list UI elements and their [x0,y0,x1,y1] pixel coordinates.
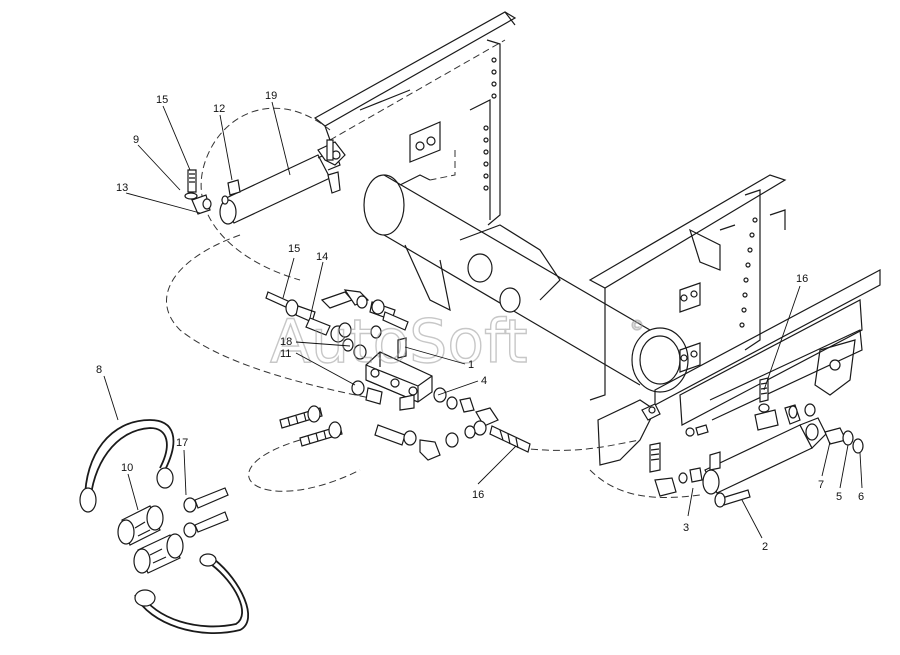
axle-tube [363,174,689,393]
frame-upper [313,11,517,226]
callout-15b: 15 [282,243,300,299]
callout-17: 17 [176,437,188,496]
callout-11-label: 11 [280,348,291,360]
callout-2: 2 [741,499,768,553]
callout-12: 12 [213,103,233,181]
callout-7: 7 [818,441,831,491]
callout-16a-label: 16 [472,489,484,501]
callout-13-label: 13 [116,182,128,194]
callout-18: 18 [280,336,351,348]
callout-1-label: 1 [468,359,474,371]
watermark-copyright: © [630,318,644,334]
callout-9-label: 9 [133,134,139,146]
watermark: AutoSoft © [269,306,644,377]
callout-14-label: 14 [316,251,328,263]
callout-16b: 16 [763,273,808,391]
callout-3-label: 3 [683,522,689,534]
callout-1: 1 [404,346,474,371]
callout-6-label: 6 [858,491,864,503]
callout-3: 3 [683,487,694,534]
callout-5-label: 5 [836,491,842,503]
callout-16b-label: 16 [796,273,808,285]
callout-15a: 15 [156,94,191,171]
callout-12-label: 12 [213,103,225,115]
callout-9: 9 [133,134,181,191]
upper-hydraulic-cylinder [219,139,346,225]
quick-couplings [79,419,250,634]
callout-6: 6 [858,452,864,503]
hose-routing-dashed [166,107,701,498]
hose-fittings-center [265,289,531,461]
callout-10: 10 [121,462,139,511]
callout-4-label: 4 [481,375,487,387]
callout-2-label: 2 [762,541,768,553]
upper-fittings [184,169,241,215]
callout-8: 8 [96,364,119,421]
callout-5: 5 [836,444,849,503]
callout-18-label: 18 [280,336,292,348]
frame-right [588,174,881,466]
callouts: 15 12 19 9 13 15 14 18 [96,90,864,553]
callout-19: 19 [265,90,291,176]
callout-19-label: 19 [265,90,277,102]
valve-block [365,337,433,411]
frame-holes-column [483,57,497,191]
callout-13: 13 [116,182,201,214]
watermark-text: AutoSoft [270,307,528,377]
callout-14: 14 [309,251,328,319]
callout-16a: 16 [472,445,517,501]
callout-4: 4 [437,375,487,396]
callout-17-label: 17 [176,437,188,449]
callout-15b-label: 15 [288,243,300,255]
callout-8-label: 8 [96,364,102,376]
callout-10-label: 10 [121,462,133,474]
callout-7-label: 7 [818,479,824,491]
callout-15a-label: 15 [156,94,168,106]
callout-11: 11 [280,348,356,386]
